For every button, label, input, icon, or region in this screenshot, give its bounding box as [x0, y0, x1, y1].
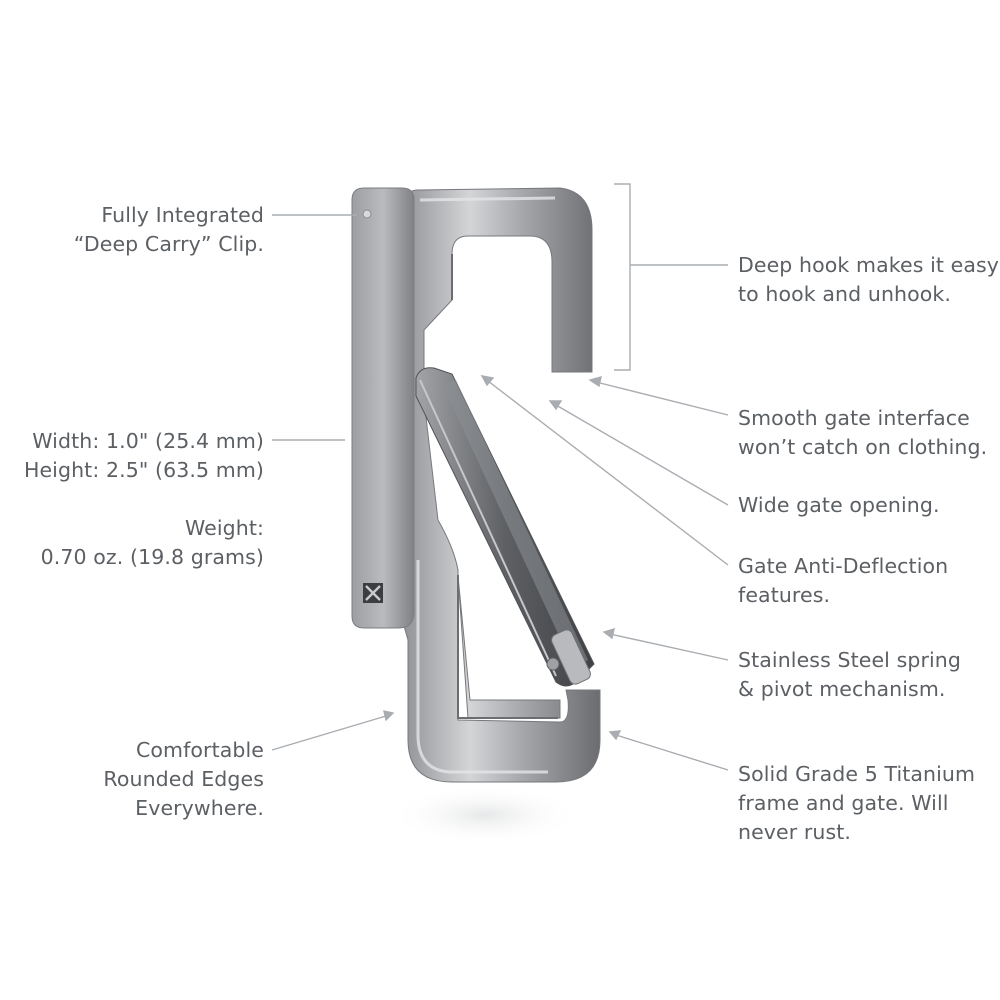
callout-line: Stainless Steel spring: [738, 648, 961, 672]
callout-titanium: Solid Grade 5 Titanium frame and gate. W…: [738, 760, 975, 847]
callout-line: features.: [738, 583, 831, 607]
callout-line: “Deep Carry” Clip.: [73, 232, 264, 256]
callout-weight: Weight: 0.70 oz. (19.8 grams): [41, 514, 264, 572]
spring-pivot-mechanism: [546, 629, 591, 685]
leader-hook-bracket: [614, 183, 631, 371]
callout-anti-deflection: Gate Anti-Deflection features.: [738, 552, 948, 610]
leader-open: [555, 404, 729, 506]
callout-line: 0.70 oz. (19.8 grams): [40, 545, 264, 569]
callout-line: Weight:: [184, 516, 264, 540]
callout-line: Wide gate opening.: [738, 493, 940, 517]
callout-line: Width: 1.0" (25.4 mm): [32, 429, 264, 453]
callout-dimensions: Width: 1.0" (25.4 mm) Height: 2.5" (63.5…: [24, 427, 264, 485]
callout-rounded-edges: Comfortable Rounded Edges Everywhere.: [103, 736, 264, 823]
callout-line: Smooth gate interface: [738, 406, 970, 430]
callout-line: Rounded Edges: [103, 767, 264, 791]
callout-line: never rust.: [738, 820, 852, 844]
leader-ti: [615, 734, 729, 771]
callout-line: Fully Integrated: [101, 203, 264, 227]
callout-line: Gate Anti-Deflection: [738, 554, 949, 578]
deep-carry-clip: [351, 187, 415, 629]
callout-line: Deep hook makes it easy: [738, 253, 1000, 277]
carabiner-gate: [415, 367, 595, 687]
floor-shadow: [390, 785, 580, 845]
leader-edges: [271, 715, 387, 751]
callout-spring-pivot: Stainless Steel spring & pivot mechanism…: [738, 646, 961, 704]
callout-gate-opening: Wide gate opening.: [738, 491, 940, 520]
callout-line: frame and gate. Will: [738, 791, 949, 815]
leader-spring: [609, 633, 729, 661]
callout-line: to hook and unhook.: [738, 282, 951, 306]
leader-lines: [271, 183, 729, 771]
leader-anti: [487, 380, 729, 566]
callout-line: won’t catch on clothing.: [738, 435, 988, 459]
callout-deep-hook: Deep hook makes it easy to hook and unho…: [738, 251, 999, 309]
x-brand-logo: [363, 583, 383, 603]
callout-deep-carry-clip: Fully Integrated “Deep Carry” Clip.: [74, 201, 264, 259]
callout-gate-interface: Smooth gate interface won’t catch on clo…: [738, 404, 987, 462]
frame-inner-shadow: [451, 254, 558, 719]
callout-line: Height: 2.5" (63.5 mm): [23, 458, 264, 482]
callout-line: Everywhere.: [135, 796, 264, 820]
callout-line: Solid Grade 5 Titanium: [738, 762, 976, 786]
leader-gate: [595, 381, 729, 416]
frame-highlight: [416, 196, 556, 774]
callout-line: & pivot mechanism.: [738, 677, 946, 701]
clip-rivet: [362, 209, 372, 219]
callout-line: Comfortable: [135, 738, 264, 762]
